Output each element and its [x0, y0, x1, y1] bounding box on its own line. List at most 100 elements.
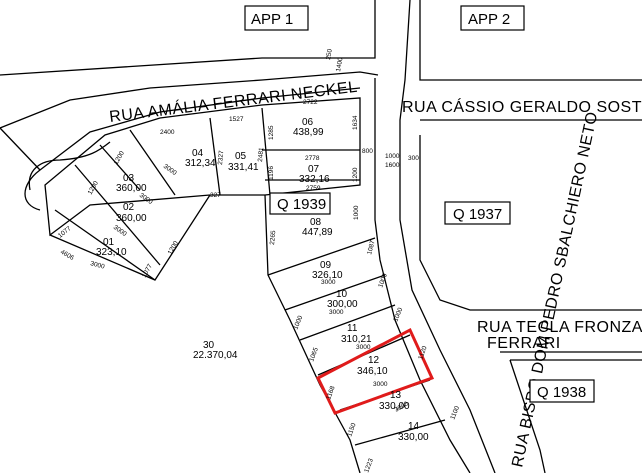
lot-10-area: 300,00 [327, 299, 358, 310]
lot-04-number: 04 [192, 148, 204, 159]
q1939-label: Q 1939 [277, 196, 326, 213]
block-1939-boundary [44, 97, 361, 237]
dim-label: 327 [210, 192, 221, 199]
app2-boundary [419, 0, 642, 81]
dim-label: 1634 [352, 115, 359, 130]
amalia-street-north-edge [0, 71, 379, 129]
dim-label: 2400 [160, 129, 175, 136]
lot-30-number: 30 [203, 340, 215, 351]
lot-07-area: 332,16 [299, 174, 330, 185]
amalia-street-south-edge [24, 87, 361, 211]
dim-label: 1200 [113, 150, 126, 166]
bispo-street-east-edge [399, 0, 496, 473]
dim-label: 4606 [59, 249, 75, 262]
dim-label: 250 [325, 48, 334, 60]
dim-label: 1065 [308, 346, 320, 362]
lot-14-area: 330,00 [398, 432, 429, 443]
dim-label: 1200 [352, 167, 359, 182]
lot-05-number: 05 [235, 151, 247, 162]
dim-label: 3000 [89, 260, 105, 271]
dim-label: 1223 [363, 457, 375, 473]
dim-label: 2481 [257, 147, 265, 162]
dim-label: 1600 [385, 162, 400, 169]
lot-02-number: 02 [123, 202, 135, 213]
q1937-label: Q 1937 [453, 206, 502, 223]
q1939-box [269, 192, 331, 215]
dim-label: 1000 [385, 153, 400, 160]
dim-label: 2759 [306, 185, 321, 192]
lot-01-area: 323,10 [96, 247, 127, 258]
lot-02-area: 360,00 [116, 213, 147, 224]
lot-04-area: 312,34 [185, 158, 216, 169]
lot-13-area: 330,00 [379, 401, 410, 412]
dim-label: 1527 [229, 116, 244, 123]
lot-11-area: 310,21 [341, 334, 372, 345]
dim-label: 2778 [305, 155, 320, 162]
lot-07-number: 07 [308, 164, 320, 175]
lot-12-number: 12 [368, 355, 380, 366]
dim-label: 2722 [303, 99, 318, 106]
app1-label: APP 1 [251, 11, 293, 28]
street-tecla-1: RUA TECLA FRONZA [477, 319, 642, 336]
lot-10-number: 10 [336, 289, 348, 300]
dim-label: 1077 [57, 225, 73, 240]
dim-label: 3000 [162, 163, 178, 177]
app1-label-box [244, 5, 309, 31]
lot-11-number: 11 [347, 323, 358, 334]
lot-labels: 01 323,10 02 360,00 03 360,00 04 312,34 … [96, 117, 429, 443]
dim-label: 1168 [325, 385, 336, 401]
dim-label: 1000 [377, 272, 389, 288]
dim-label: 3000 [373, 381, 388, 388]
dim-label: 3000 [321, 279, 336, 286]
dim-label: 1120 [417, 345, 428, 361]
street-cassio: RUA CÁSSIO GERALDO SOSTER [402, 97, 642, 116]
dim-label: 3000 [356, 344, 371, 351]
dim-label: 2265 [269, 230, 277, 245]
lot-03-number: 03 [123, 173, 135, 184]
lot-08-number: 08 [310, 217, 322, 228]
dim-label: 1196 [268, 166, 275, 180]
dim-label: 1000 [392, 306, 404, 322]
dim-label: 1150 [346, 422, 357, 438]
q1938-boundary [509, 359, 642, 473]
dim-label: 1000 [292, 314, 304, 330]
lot-12-highlight [316, 327, 435, 415]
app2-label: APP 2 [468, 11, 510, 28]
lot-03-area: 360,00 [116, 183, 147, 194]
dim-label: 3000 [112, 224, 128, 238]
dim-label: 1087 [366, 239, 377, 255]
dim-label: 800 [362, 148, 373, 155]
dim-label: 1400 [335, 57, 344, 73]
dim-label: 3000 [329, 309, 344, 316]
lot-01-number: 01 [103, 237, 115, 248]
culdesac-island [28, 141, 111, 191]
dim-label: 3000 [138, 192, 154, 206]
q1937-boundary [419, 135, 642, 311]
lot-09-number: 09 [320, 260, 332, 271]
q1938-label: Q 1938 [537, 384, 586, 401]
lot-12-area: 346,10 [357, 366, 388, 377]
lot-08-area: 447,89 [302, 227, 333, 238]
lot-30-area: 22.370,04 [193, 350, 238, 361]
dim-label: 1077 [141, 263, 154, 279]
lot-13-number: 13 [390, 390, 402, 401]
lot-09-area: 326,10 [312, 270, 343, 281]
app2-label-box [460, 5, 525, 31]
street-tecla-2: FERRARI [487, 335, 561, 352]
dim-label: 2327 [217, 150, 225, 165]
lot-06-number: 06 [302, 117, 314, 128]
lot-05-area: 331,41 [228, 162, 259, 173]
q1938-box [529, 379, 595, 403]
dim-label: 300 [408, 155, 419, 162]
bispo-street-west-edge [374, 78, 471, 473]
dim-label: 1100 [449, 405, 461, 421]
street-bispo: RUA BISPO DOM PEDRO SBALCHIERO NETO [509, 110, 601, 469]
dim-label: 1000 [353, 205, 360, 220]
lot-14-number: 14 [408, 421, 420, 432]
q1937-box [444, 201, 511, 225]
dim-label: 1285 [268, 125, 275, 140]
lot-06-area: 438,99 [293, 127, 324, 138]
app1-boundary [0, 0, 376, 76]
dim-label: 1200 [167, 240, 180, 256]
